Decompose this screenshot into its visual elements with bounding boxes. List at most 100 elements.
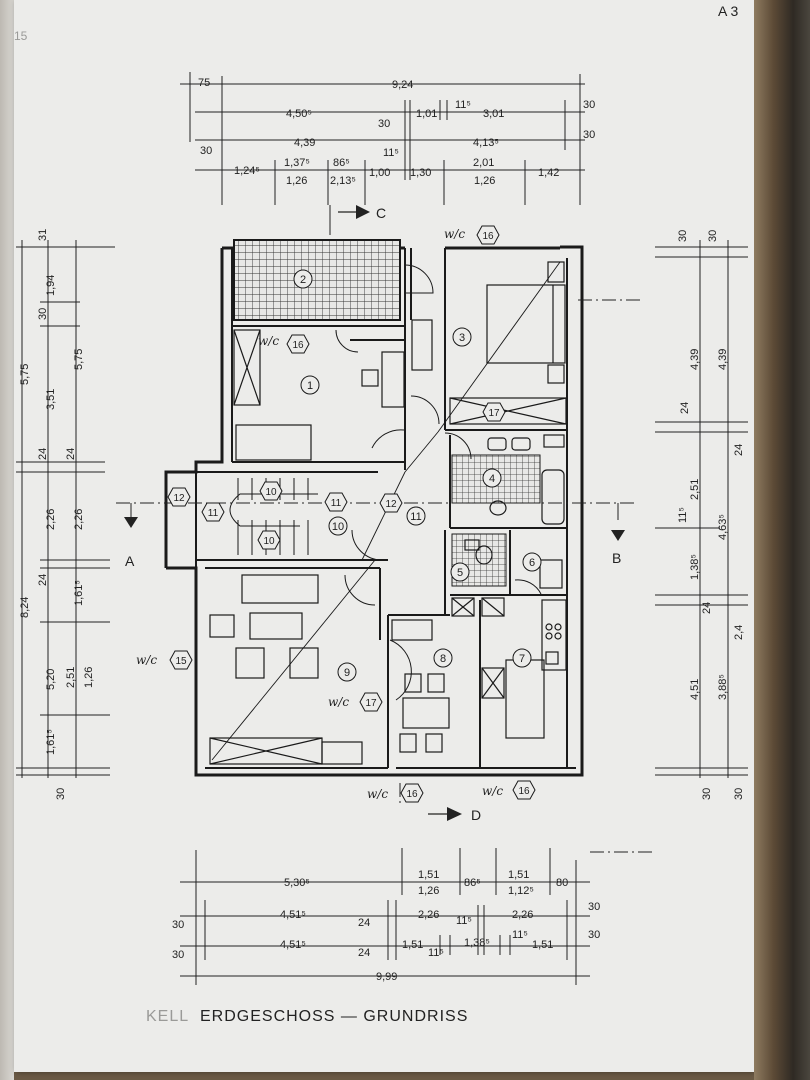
svg-text:4,13⁵: 4,13⁵ <box>473 137 499 149</box>
svg-text:11: 11 <box>410 511 421 523</box>
section-marker-c: C <box>338 205 386 221</box>
svg-text:1,26: 1,26 <box>286 175 307 187</box>
svg-text:5: 5 <box>457 567 463 579</box>
svg-text:1,61⁵: 1,61⁵ <box>73 580 85 606</box>
svg-text:17: 17 <box>365 698 377 709</box>
svg-text:6: 6 <box>529 557 535 569</box>
svg-text:24: 24 <box>37 448 49 460</box>
svg-text:24: 24 <box>65 448 77 460</box>
room-numbers: 2 1 3 4 5 6 7 8 9 10 11 <box>293 269 542 682</box>
svg-text:1,01: 1,01 <box>416 108 437 120</box>
door-swings <box>335 264 542 701</box>
svg-text:4,39: 4,39 <box>717 349 729 370</box>
svg-text:30: 30 <box>37 308 49 320</box>
svg-text:1,26: 1,26 <box>474 175 495 187</box>
svg-text:12: 12 <box>173 493 185 504</box>
svg-text:11⁵: 11⁵ <box>428 947 444 959</box>
left-dimension-labels: 5,75 8,24 31 1,94 30 3,51 24 2,26 24 5,2… <box>19 229 95 800</box>
svg-text:24: 24 <box>733 444 745 456</box>
svg-text:30: 30 <box>707 230 719 242</box>
svg-text:11⁵: 11⁵ <box>456 915 472 927</box>
svg-text:4,51⁵: 4,51⁵ <box>280 939 306 951</box>
svg-text:11⁵: 11⁵ <box>677 507 689 523</box>
adjacent-page-edge <box>0 0 14 1080</box>
right-dimension-lines <box>655 240 748 778</box>
svg-text:8: 8 <box>440 653 446 665</box>
bottom-dimension-lines <box>180 848 590 985</box>
svg-text:24: 24 <box>701 602 713 614</box>
svg-text:1,12⁵: 1,12⁵ <box>508 885 534 897</box>
svg-text:8,24: 8,24 <box>19 597 31 618</box>
svg-text:4,63⁵: 4,63⁵ <box>717 514 729 540</box>
svg-text:2,13⁵: 2,13⁵ <box>330 175 356 187</box>
document-page <box>14 0 754 1072</box>
side-mark: 15 <box>14 29 28 43</box>
svg-text:w/c: w/c <box>482 784 503 798</box>
left-dimension-lines <box>16 240 115 778</box>
exterior-walls <box>164 245 584 777</box>
svg-text:24: 24 <box>358 947 370 959</box>
svg-text:2: 2 <box>300 274 306 286</box>
svg-text:9,24: 9,24 <box>392 79 413 91</box>
svg-text:1,24⁵: 1,24⁵ <box>234 165 260 177</box>
svg-text:1,94: 1,94 <box>45 275 57 296</box>
svg-text:11: 11 <box>208 508 219 519</box>
svg-text:30: 30 <box>172 949 184 961</box>
svg-text:17: 17 <box>488 408 500 419</box>
svg-text:w/c: w/c <box>136 653 157 667</box>
title-prefix: KELL <box>146 1008 189 1025</box>
svg-text:30: 30 <box>55 788 67 800</box>
corner-mark: A 3 <box>718 3 738 19</box>
svg-text:24: 24 <box>358 917 370 929</box>
svg-text:30: 30 <box>200 145 212 157</box>
svg-text:31: 31 <box>37 229 49 241</box>
svg-text:4,39: 4,39 <box>294 137 315 149</box>
svg-text:4,51⁵: 4,51⁵ <box>280 909 306 921</box>
svg-text:3,51: 3,51 <box>45 389 57 410</box>
svg-text:4: 4 <box>489 473 495 485</box>
svg-text:30: 30 <box>733 788 745 800</box>
svg-text:2,26: 2,26 <box>418 909 439 921</box>
svg-text:4,51: 4,51 <box>689 679 701 700</box>
svg-text:1,26: 1,26 <box>83 667 95 688</box>
svg-text:30: 30 <box>701 788 713 800</box>
svg-text:C: C <box>376 205 386 221</box>
svg-text:4,50⁵: 4,50⁵ <box>286 108 312 120</box>
svg-text:w/c: w/c <box>444 227 465 241</box>
svg-text:2,51: 2,51 <box>65 667 77 688</box>
svg-text:2,26: 2,26 <box>512 909 533 921</box>
svg-text:11: 11 <box>331 498 342 509</box>
top-dimension-lines <box>180 72 585 235</box>
svg-text:B: B <box>612 550 621 566</box>
svg-text:1,37⁵: 1,37⁵ <box>284 157 310 169</box>
svg-text:5,30⁵: 5,30⁵ <box>284 877 310 889</box>
svg-text:75: 75 <box>198 77 210 89</box>
svg-text:w/c: w/c <box>367 787 388 801</box>
svg-text:1,38⁵: 1,38⁵ <box>689 554 701 580</box>
svg-text:30: 30 <box>588 929 600 941</box>
section-marker-d: D <box>428 807 481 823</box>
svg-text:2,4: 2,4 <box>733 625 745 640</box>
svg-text:24: 24 <box>679 402 691 414</box>
interior-walls <box>195 248 576 769</box>
svg-text:5,20: 5,20 <box>45 669 57 690</box>
svg-text:1,61⁵: 1,61⁵ <box>45 729 57 755</box>
svg-text:5,75: 5,75 <box>19 364 31 385</box>
svg-text:1,00: 1,00 <box>369 167 390 179</box>
svg-text:A: A <box>125 553 135 569</box>
svg-text:30: 30 <box>583 129 595 141</box>
svg-text:3,01: 3,01 <box>483 108 504 120</box>
svg-text:16: 16 <box>518 786 530 797</box>
svg-text:16: 16 <box>406 789 418 800</box>
svg-text:1,42: 1,42 <box>538 167 559 179</box>
svg-text:30: 30 <box>172 919 184 931</box>
svg-text:2,26: 2,26 <box>73 509 85 530</box>
page-title: ERDGESCHOSS — GRUNDRISS <box>200 1008 468 1025</box>
svg-text:86⁵: 86⁵ <box>464 877 481 889</box>
svg-text:5,75: 5,75 <box>73 349 85 370</box>
svg-text:15: 15 <box>175 656 187 667</box>
svg-text:1,51: 1,51 <box>418 869 439 881</box>
svg-text:12: 12 <box>385 499 397 510</box>
section-diagonals <box>211 261 561 761</box>
